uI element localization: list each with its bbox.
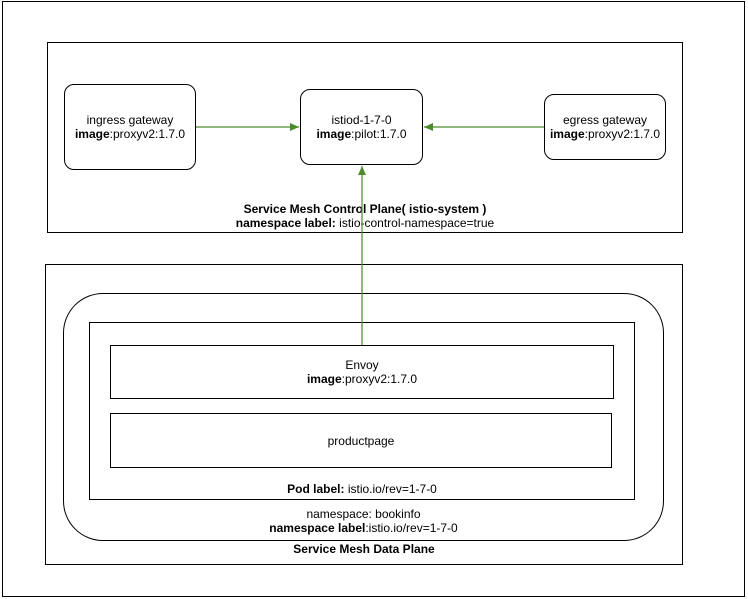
productpage-box: productpage: [110, 413, 612, 468]
data-plane-namespace-label: namespace label:istio.io/rev=1-7-0: [269, 521, 458, 535]
envoy-box: Envoy image:proxyv2:1.7.0: [110, 345, 614, 399]
ingress-gateway-name: ingress gateway: [86, 113, 174, 127]
envoy-name: Envoy: [345, 358, 379, 372]
envoy-image: image:proxyv2:1.7.0: [306, 372, 418, 386]
istiod-name: istiod-1-7-0: [331, 113, 392, 127]
egress-gateway-image: image:proxyv2:1.7.0: [549, 127, 661, 141]
control-plane-namespace-label: namespace label: istio-control-namespace…: [235, 216, 495, 230]
istiod-box: istiod-1-7-0 image:pilot:1.7.0: [300, 89, 423, 165]
egress-gateway-name: egress gateway: [562, 113, 648, 127]
pod-label: Pod label: istio.io/rev=1-7-0: [287, 482, 437, 496]
control-plane-title: Service Mesh Control Plane( istio-system…: [243, 202, 487, 216]
productpage-name: productpage: [327, 433, 395, 448]
ingress-gateway-box: ingress gateway image:proxyv2:1.7.0: [64, 84, 196, 170]
egress-gateway-box: egress gateway image:proxyv2:1.7.0: [544, 94, 666, 160]
namespace-name: namespace: bookinfo: [306, 507, 421, 521]
istiod-image: image:pilot:1.7.0: [316, 127, 407, 141]
data-plane-title: Service Mesh Data Plane: [293, 542, 435, 556]
ingress-gateway-image: image:proxyv2:1.7.0: [74, 127, 186, 141]
